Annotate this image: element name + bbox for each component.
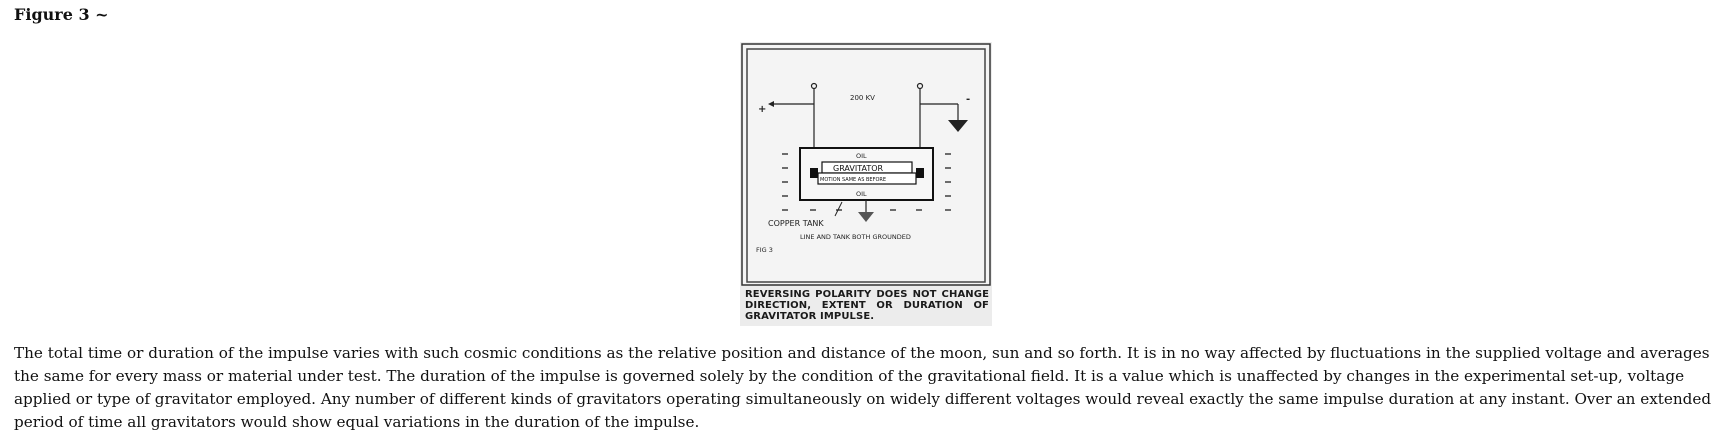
body-paragraph: The total time or duration of the impuls… (14, 344, 1712, 431)
oil-top-label: OIL (856, 152, 867, 160)
left-electrode (810, 168, 818, 178)
voltage-label: 200 KV (850, 94, 875, 102)
ground-symbol-right (948, 120, 968, 132)
diagram-drawing: + - 200 KV OIL GRAVITATOR MOTION SAME AS… (741, 43, 991, 286)
inner-frame (746, 48, 986, 283)
right-terminal (916, 82, 924, 90)
charge-marks (782, 153, 951, 211)
grounded-label: LINE AND TANK BOTH GROUNDED (800, 233, 911, 241)
copper-tank-pointer (834, 201, 843, 217)
plus-arrow (768, 101, 774, 107)
oil-bottom-label: OIL (856, 190, 867, 198)
figure-3-diagram: + - 200 KV OIL GRAVITATOR MOTION SAME AS… (740, 42, 992, 326)
fig-label: FIG 3 (756, 246, 773, 254)
figure-heading: Figure 3 ~ (14, 5, 109, 24)
minus-sign: - (966, 94, 970, 105)
left-terminal (810, 82, 818, 90)
ground-symbol-bottom (858, 212, 874, 222)
right-electrode (916, 168, 924, 178)
gravitator-label: GRAVITATOR (833, 164, 884, 173)
figure-caption: REVERSING POLARITY DOES NOT CHANGE DIREC… (745, 289, 989, 322)
copper-tank-label: COPPER TANK (768, 219, 824, 228)
motion-label: MOTION SAME AS BEFORE (820, 177, 886, 183)
motion-block (817, 172, 917, 185)
plus-sign: + (758, 104, 766, 115)
